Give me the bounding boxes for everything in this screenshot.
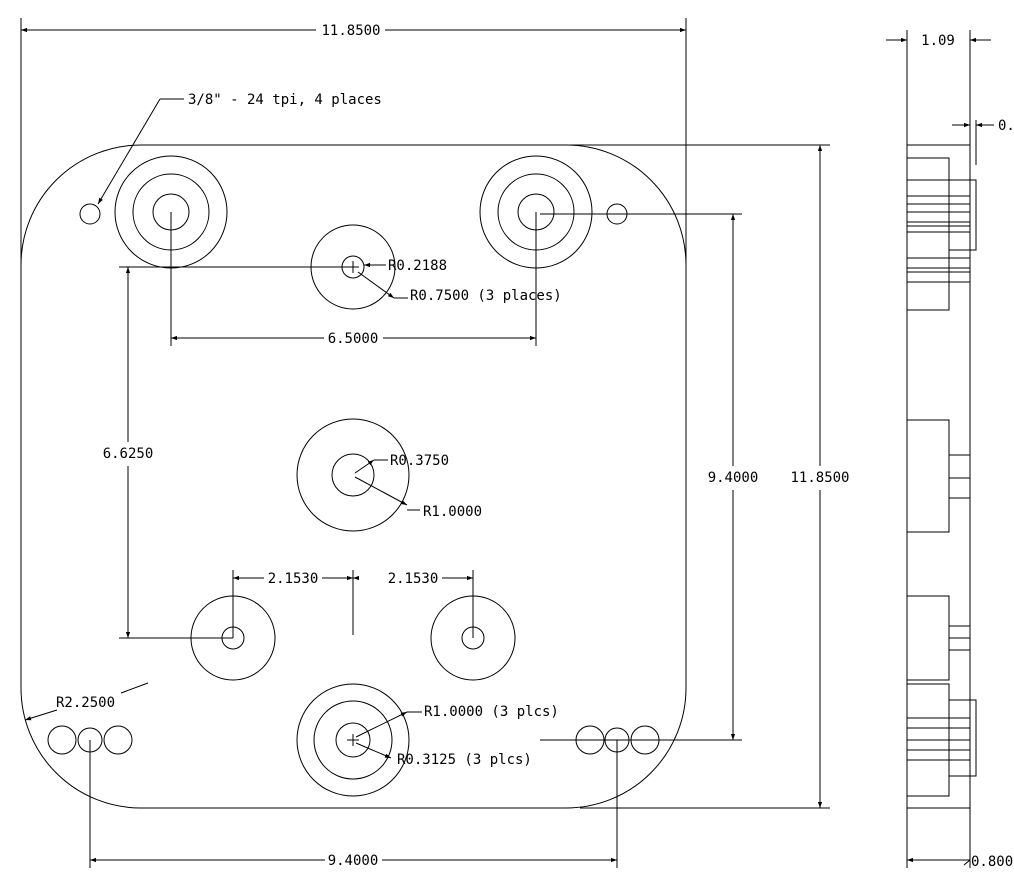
- dim-side-thickness-text: 1.09: [921, 33, 955, 49]
- dim-overall-width-text: 11.8500: [321, 23, 380, 39]
- side-view: [906, 30, 977, 868]
- dim-overall-width: 11.8500: [20, 18, 687, 268]
- note-r-ring-top: R0.7500 (3 places): [357, 271, 562, 304]
- note-r-bottom-outer-text: R1.0000 (3 plcs): [424, 704, 559, 720]
- plate-outline: [20, 144, 687, 809]
- dim-side-thickness: 1.09: [886, 33, 991, 49]
- note-r-center-outer-text: R1.0000: [423, 504, 482, 520]
- center-hole: [296, 418, 410, 532]
- dim-top-span: 6.5000: [170, 212, 537, 347]
- dim-bottom-width: 9.4000: [89, 740, 618, 869]
- note-thread-text: 3/8" - 24 tpi, 4 places: [188, 92, 382, 108]
- note-r-bottom-inner: R0.3125 (3 plcs): [355, 742, 532, 768]
- note-r-center-outer: R1.0000: [354, 476, 482, 520]
- dim-offset-left-text: 2.1530: [268, 571, 319, 587]
- dim-bottom-width-text: 9.4000: [328, 853, 379, 869]
- dim-vertical-right: 9.4000: [540, 213, 759, 741]
- note-r-small-top: R0.2188: [364, 258, 447, 274]
- dim-side-top-clip-text: 0.0: [998, 118, 1014, 134]
- dim-side-top-clip: 0.0: [952, 118, 1014, 134]
- note-r-center-inner: R0.3750: [354, 453, 449, 474]
- dim-top-span-text: 6.5000: [328, 331, 379, 347]
- note-r-bottom-outer: R1.0000 (3 plcs): [355, 704, 559, 738]
- note-r-bottom-inner-text: R0.3125 (3 plcs): [397, 752, 532, 768]
- note-corner-radius-text: R2.2500: [56, 695, 115, 711]
- thread-hole-left: [79, 203, 101, 225]
- dim-left-vertical: 6.6250: [103, 266, 353, 639]
- dim-side-bottom: 0.800: [907, 854, 1013, 870]
- dim-side-bottom-text: 0.800: [971, 854, 1013, 870]
- dim-overall-height-text: 11.8500: [790, 470, 849, 486]
- note-r-ring-top-text: R0.7500 (3 places): [410, 288, 562, 304]
- note-r-center-inner-text: R0.3750: [390, 453, 449, 469]
- note-corner-radius: R2.2500: [24, 682, 149, 721]
- note-thread: 3/8" - 24 tpi, 4 places: [97, 92, 382, 205]
- note-r-small-top-text: R0.2188: [388, 258, 447, 274]
- bottom-counterbore: [296, 683, 410, 797]
- dim-vertical-right-text: 9.4000: [708, 470, 759, 486]
- dim-offsets: 2.1530 2.1530: [232, 570, 474, 638]
- dim-left-vertical-text: 6.6250: [103, 446, 154, 462]
- dim-overall-height: 11.8500: [570, 144, 850, 809]
- dim-offset-right-text: 2.1530: [388, 571, 439, 587]
